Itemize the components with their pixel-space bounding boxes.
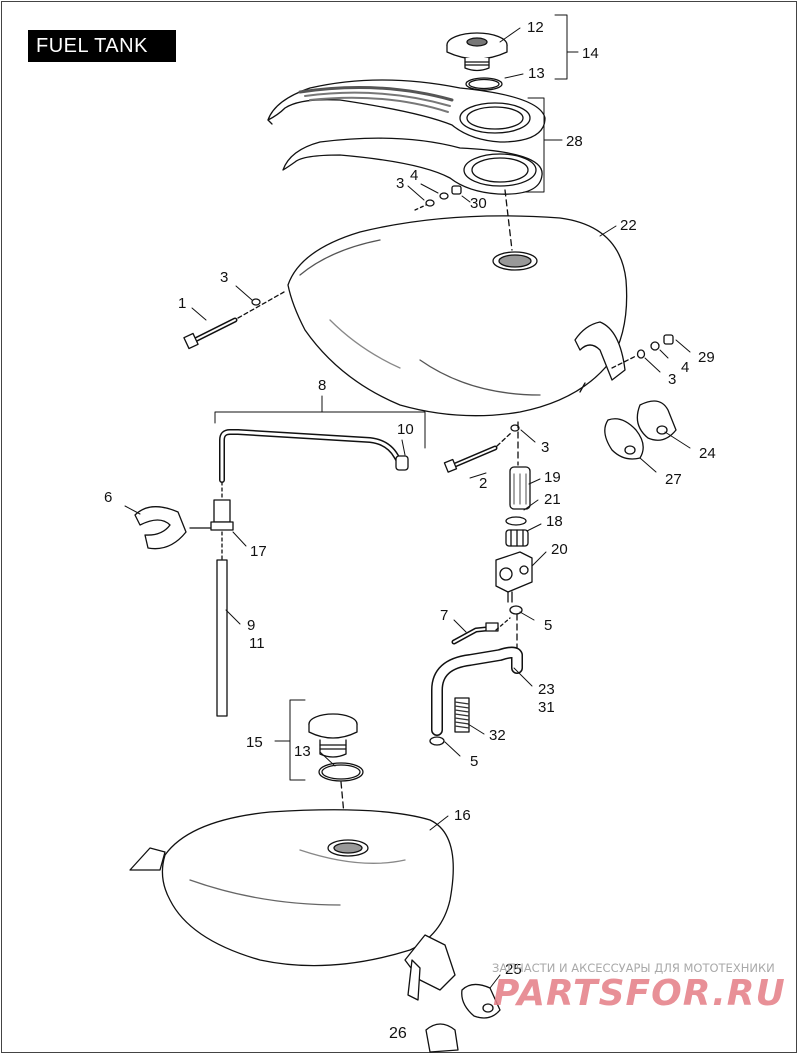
mount-bracket-25: [425, 983, 501, 1053]
console-upper: [267, 79, 546, 143]
callout-13: 13: [528, 65, 545, 82]
callout-3: 3: [220, 269, 228, 286]
gasket-21: [505, 516, 527, 526]
callout-3: 3: [396, 175, 404, 192]
lever-7: [451, 617, 511, 645]
console-lower: [282, 137, 543, 195]
callout-27: 27: [665, 471, 682, 488]
centerline-cap: [504, 189, 513, 251]
washer-stack-right: [611, 334, 674, 369]
callout-2: 2: [479, 475, 487, 492]
hose-clamp-upper: [509, 605, 523, 615]
callout-4: 4: [681, 359, 689, 376]
washer-stack-upper: [414, 185, 462, 211]
page-title: FUEL TANK: [28, 30, 176, 62]
fuel-cap-upper: [446, 32, 508, 72]
leader-lines: [124, 14, 691, 989]
callout-10: 10: [397, 421, 414, 438]
callout-4: 4: [410, 167, 418, 184]
callout-13: 13: [294, 743, 311, 760]
spring-32: [454, 697, 470, 733]
callout-12: 12: [527, 19, 544, 36]
callout-1: 1: [178, 295, 186, 312]
callout-16: 16: [454, 807, 471, 824]
callout-14: 14: [582, 45, 599, 62]
callout-3: 3: [668, 371, 676, 388]
callout-17: 17: [250, 543, 267, 560]
callout-6: 6: [104, 489, 112, 506]
mount-bracket-27: [604, 418, 644, 460]
callout-3: 3: [541, 439, 549, 456]
petcock-valve-20: [495, 551, 533, 603]
callout-5: 5: [544, 617, 552, 634]
callout-25: 25: [505, 961, 522, 978]
callout-19: 19: [544, 469, 561, 486]
hose-clamp-lower: [429, 736, 445, 746]
callout-32: 32: [489, 727, 506, 744]
fuel-hose-23: [431, 646, 523, 736]
callout-9: 9: [247, 617, 255, 634]
cap-gasket-lower: [318, 762, 364, 782]
clip-6: [134, 506, 187, 550]
callout-23: 23: [538, 681, 555, 698]
watermark-logo: PARTSFOR.RU: [493, 973, 786, 1014]
fuel-tank-upper: [287, 215, 628, 417]
callout-8: 8: [318, 377, 326, 394]
callout-18: 18: [546, 513, 563, 530]
callout-30: 30: [470, 195, 487, 212]
fuel-cap-lower: [308, 713, 358, 758]
callout-numbers: 12 14 13 28 3 4 30 22 3 1 29 4 3 8 10 3 …: [104, 19, 716, 978]
nut-18: [505, 529, 529, 547]
filter-screen-19: [509, 466, 531, 510]
callout-15: 15: [246, 734, 263, 751]
callout-7: 7: [440, 607, 448, 624]
callout-21: 21: [544, 491, 561, 508]
callout-22: 22: [620, 217, 637, 234]
page-number: 26: [389, 1025, 407, 1042]
vent-tube-assembly: [219, 429, 409, 501]
callout-11: 11: [249, 635, 265, 652]
callout-29: 29: [698, 349, 715, 366]
bolt-2: [443, 424, 520, 473]
callout-31: 31: [538, 699, 555, 716]
fuel-tank-lower: [129, 809, 456, 1001]
cap-gasket-upper: [465, 77, 503, 91]
tube-9: [216, 559, 228, 717]
fitting-17: [189, 499, 234, 561]
bolt-1: [183, 291, 285, 350]
callout-24: 24: [699, 445, 716, 462]
mount-bracket-24: [636, 400, 677, 441]
callout-5: 5: [470, 753, 478, 770]
callout-28: 28: [566, 133, 583, 150]
callout-20: 20: [551, 541, 568, 558]
watermark-tagline: ЗАПЧАСТИ И АКСЕССУАРЫ ДЛЯ МОТОТЕХНИКИ: [492, 961, 775, 975]
